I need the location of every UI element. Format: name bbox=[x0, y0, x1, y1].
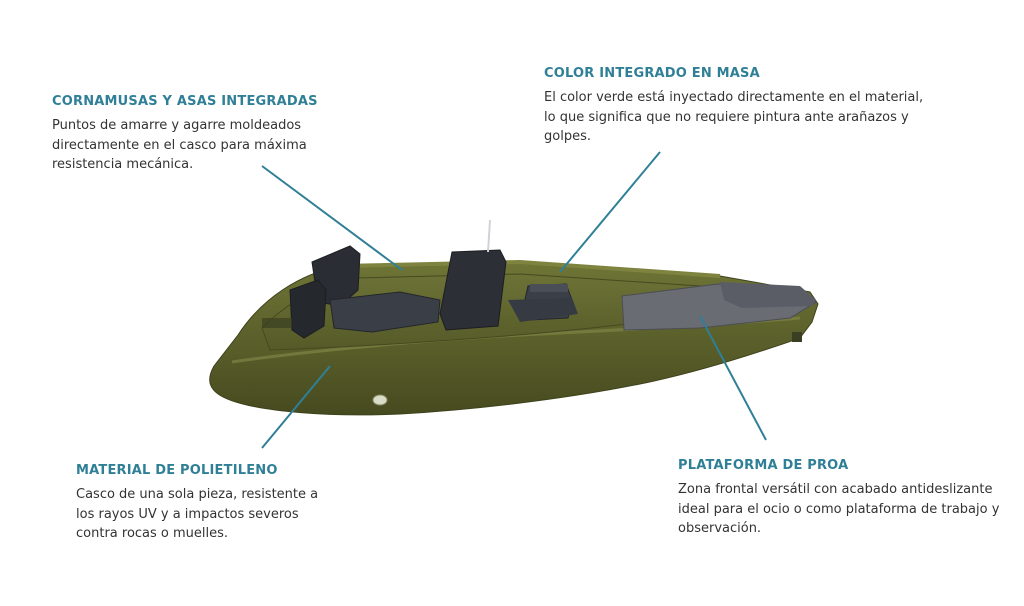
callout-color: COLOR INTEGRADO EN MASA El color verde e… bbox=[544, 66, 924, 147]
callout-description: El color verde está inyectado directamen… bbox=[544, 90, 924, 144]
helm-seat bbox=[508, 298, 578, 322]
rear-seat-back-2 bbox=[289, 279, 327, 339]
console-windshield bbox=[487, 219, 491, 253]
center-console bbox=[439, 249, 507, 331]
transom-bracket bbox=[262, 318, 292, 328]
callout-material: MATERIAL DE POLIETILENO Casco de una sol… bbox=[76, 463, 326, 544]
rear-seat-cushion bbox=[329, 291, 441, 333]
bow-deck-top bbox=[720, 282, 816, 308]
callout-description: Puntos de amarre y agarre moldeados dire… bbox=[52, 118, 307, 172]
leader-line-color bbox=[559, 151, 661, 273]
leader-line-material bbox=[261, 365, 331, 449]
callout-cornamusas: CORNAMUSAS Y ASAS INTEGRADAS Puntos de a… bbox=[52, 94, 322, 175]
leader-line-plataforma bbox=[699, 315, 767, 441]
callout-description: Zona frontal versátil con acabado antide… bbox=[678, 482, 1000, 536]
callout-plataforma: PLATAFORMA DE PROA Zona frontal versátil… bbox=[678, 458, 1018, 539]
gunwale-rail bbox=[339, 259, 721, 278]
callout-title: COLOR INTEGRADO EN MASA bbox=[544, 66, 760, 81]
hull-fitting bbox=[372, 394, 388, 406]
cooler-lid bbox=[530, 284, 568, 292]
callout-description: Casco de una sola pieza, resistente a lo… bbox=[76, 487, 319, 541]
callout-title: CORNAMUSAS Y ASAS INTEGRADAS bbox=[52, 94, 318, 109]
callout-title: MATERIAL DE POLIETILENO bbox=[76, 463, 278, 478]
bow-keel-foot bbox=[792, 332, 802, 342]
leader-line-cornamusas bbox=[261, 165, 403, 271]
callout-title: PLATAFORMA DE PROA bbox=[678, 458, 849, 473]
